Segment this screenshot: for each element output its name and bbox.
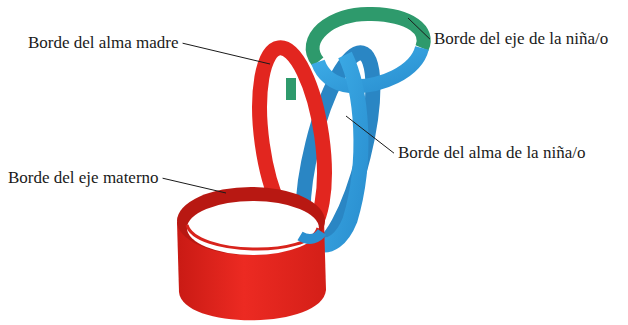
child-band-through-cylinder xyxy=(300,232,322,239)
child-soul-band-front xyxy=(318,55,361,245)
leader-line xyxy=(408,18,430,39)
leader-line xyxy=(163,178,226,193)
callout-label: Borde del eje materno xyxy=(8,168,159,188)
green-glimpse xyxy=(286,78,296,100)
callout-label: Borde del eje de la niña/o xyxy=(434,29,608,49)
mother-axis-rim xyxy=(177,187,325,255)
leader-line xyxy=(346,116,394,153)
callout-label: Borde del alma madre xyxy=(28,33,179,53)
mother-axis-opening xyxy=(187,201,319,255)
mother-axis-inner-wall xyxy=(187,225,318,249)
leader-line xyxy=(183,43,270,64)
callout-label: Borde del alma de la niña/o xyxy=(398,143,585,163)
child-axis-band-blue xyxy=(318,48,422,86)
child-axis-band-green xyxy=(313,14,424,62)
